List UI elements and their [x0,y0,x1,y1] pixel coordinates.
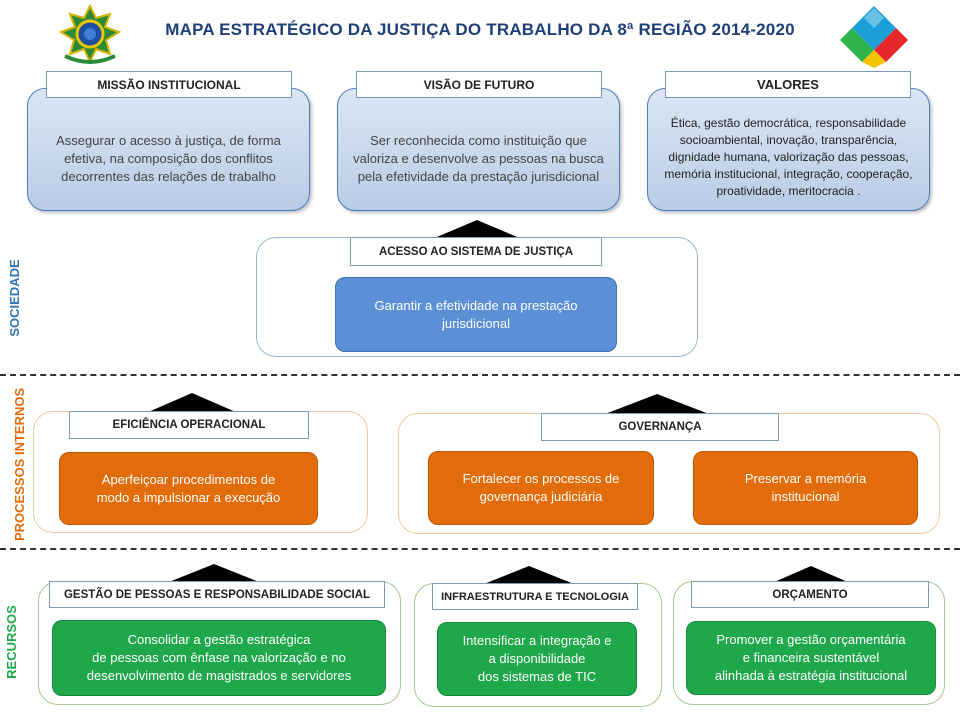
objective-execucao: Aperfeiçoar procedimentos de modo a impu… [59,452,318,525]
missao-text: Assegurar o acesso à justiça, de forma e… [56,132,281,184]
divider-processos-recursos [0,548,960,550]
arrow-up-icon [605,394,709,414]
objective-orcamento: Promover a gestão orçamentária e finance… [686,621,936,695]
pessoas-label: GESTÃO DE PESSOAS E RESPONSABILIDADE SOC… [49,581,385,608]
arrow-up-icon [164,564,264,584]
valores-text: Ética, gestão democrática, responsabilid… [664,116,913,198]
infraestrutura-label: INFRAESTRUTURA E TECNOLOGIA [432,583,638,610]
brasil-coat-of-arms-icon [55,3,125,66]
side-label-sociedade: SOCIEDADE [7,259,22,337]
acesso-justica-label: ACESSO AO SISTEMA DE JUSTIÇA [350,237,602,266]
objective-efetividade: Garantir a efetividade na prestação juri… [335,277,617,352]
planejamento-estrategico-logo-icon [838,4,910,68]
governanca-label: GOVERNANÇA [541,413,779,441]
divider-sociedade-processos [0,374,960,376]
objective-gestao-pessoas: Consolidar a gestão estratégica de pesso… [52,620,386,696]
side-label-processos-internos: PROCESSOS INTERNOS [12,387,27,541]
side-label-recursos: RECURSOS [4,605,19,679]
missao-label: MISSÃO INSTITUCIONAL [46,71,292,98]
visao-label: VISÃO DE FUTURO [356,71,602,98]
valores-card: Ética, gestão democrática, responsabilid… [647,88,930,211]
visao-text: Ser reconhecida como instituição que val… [353,132,604,184]
missao-card: Assegurar o acesso à justiça, de forma e… [27,88,310,211]
eficiencia-label: EFICIÊNCIA OPERACIONAL [69,411,309,439]
visao-card: Ser reconhecida como instituição que val… [337,88,620,211]
page-title: MAPA ESTRATÉGICO DA JUSTIÇA DO TRABALHO … [165,20,795,39]
arrow-up-icon [479,566,579,586]
arrow-up-icon [146,393,238,413]
objective-memoria-institucional: Preservar a memória institucional [693,451,918,525]
objective-governanca-judiciaria: Fortalecer os processos de governança ju… [428,451,654,525]
orcamento-label: ORÇAMENTO [691,581,929,608]
objective-integracao-tic: Intensificar a integração e a disponibil… [437,622,637,696]
valores-label: VALORES [665,71,911,98]
arrow-up-icon [425,220,529,242]
